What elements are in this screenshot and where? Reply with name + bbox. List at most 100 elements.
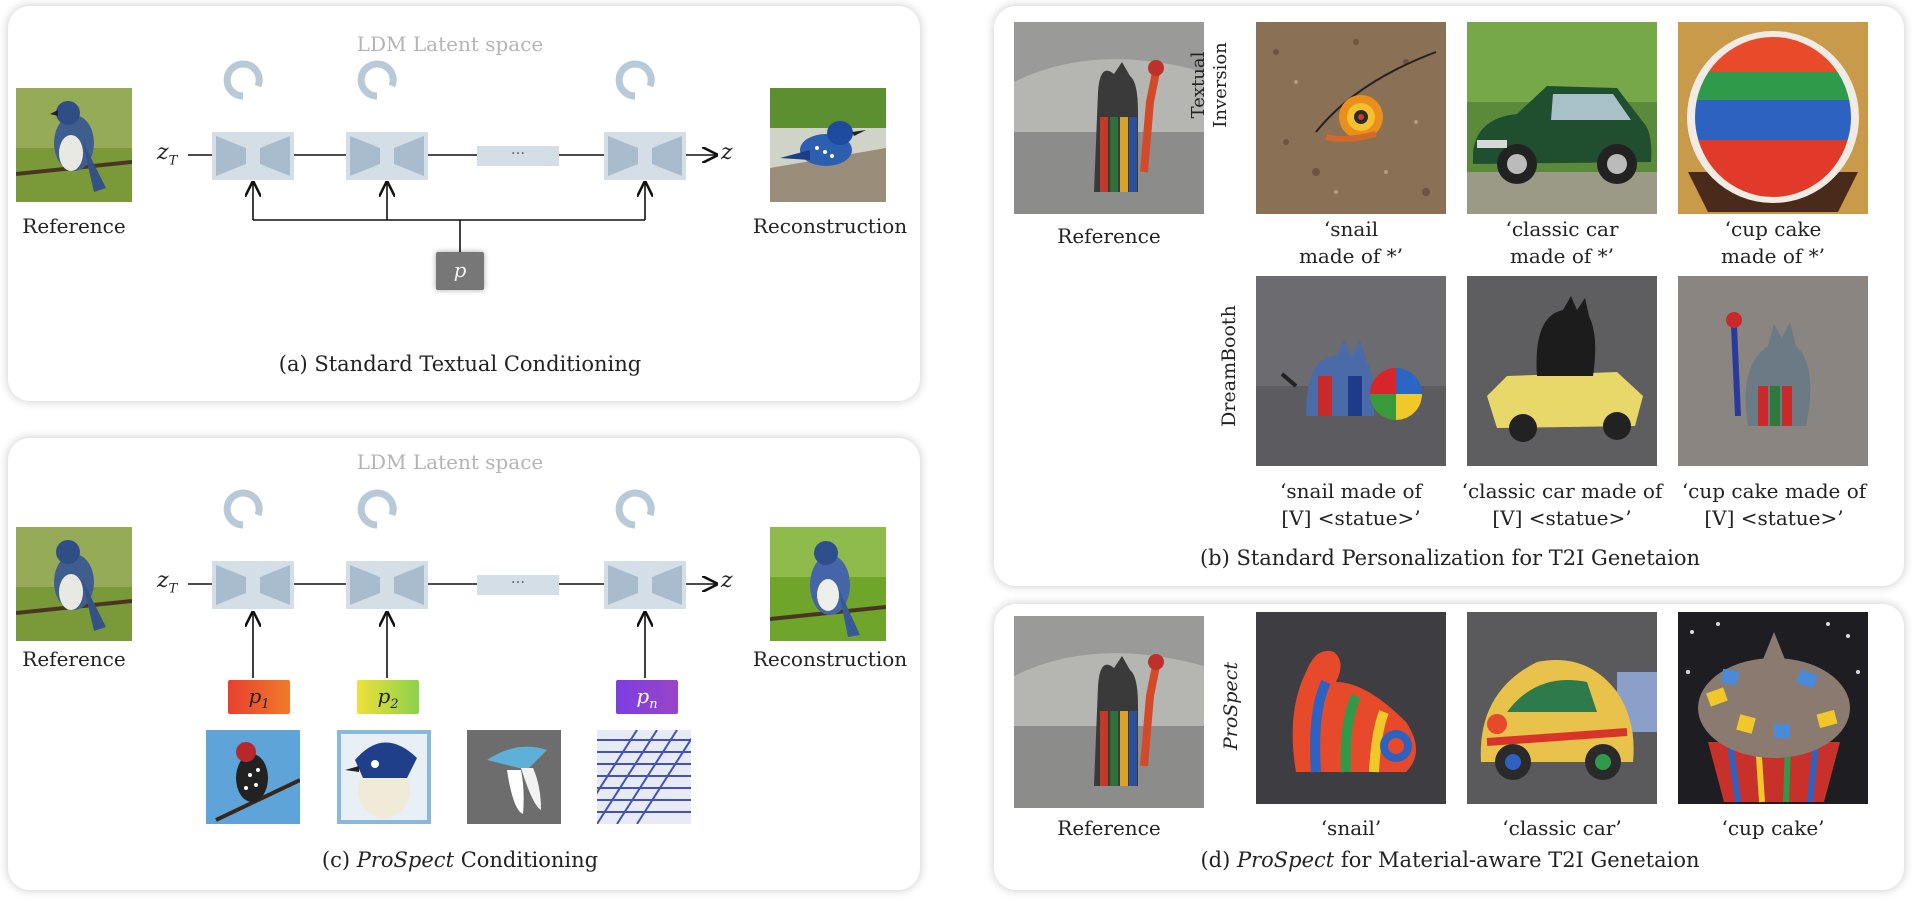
panel-b-ti-classic-car [1467,22,1657,214]
panel-c-p1-symbol: p1 [228,684,290,712]
panel-a-p-box: p [436,252,484,290]
panel-c-zt-z: z [157,568,169,593]
panel-b-reference-image [1014,22,1204,214]
unet-block [212,60,294,180]
panel-a-reconstruction-label: Reconstruction [752,214,908,238]
panel-c-z-symbol: z [721,568,733,593]
panel-b-db-caption-snail-line2: [V] <statue>’ [1281,506,1421,530]
panel-b-ti-caption-cupcake-line1: ‘cup cake [1724,217,1822,241]
panel-b-ti-cup-cake [1678,22,1868,214]
panel-a-reference-label: Reference [22,214,126,238]
panel-c-pn-subscript: n [649,697,658,712]
panel-a-z-symbol: z [721,140,733,165]
panel-b-db-caption-cupcake-line1: ‘cup cake made of [1681,479,1867,503]
panel-c-caption: (c) ProSpect Conditioning [160,848,760,872]
panel-c-conditioning-arrows [253,614,645,678]
panel-c-step-image-1 [206,730,300,824]
panel-b-ti-caption-cupcake-line2: made of *’ [1720,244,1826,268]
panel-d-reference-label: Reference [1057,816,1161,840]
panel-d-caption-cupcake: ‘cup cake’ [1721,816,1825,840]
unet-block [346,60,428,180]
panel-c-p2-p: p [377,684,391,708]
panel-d-reference-image [1014,616,1204,808]
panel-b-db-caption-car: ‘classic car made of [V] <statue>’ [1452,478,1672,532]
panel-b-ti-caption-cupcake: ‘cup cake made of *’ [1658,216,1888,270]
panel-d-caption-prefix: (d) [1200,848,1237,872]
panel-b-row1-label: Textual Inversion [1188,30,1232,140]
panel-c-latent-title: LDM Latent space [356,450,544,474]
panel-c-pn-symbol: pn [616,684,678,712]
panel-d-caption: (d) ProSpect for Material-aware T2I Gene… [1100,848,1800,872]
panel-a-caption: (a) Standard Textual Conditioning [278,352,642,376]
panel-b-ti-caption-snail: ‘snail made of *’ [1236,216,1466,270]
panel-b-ti-caption-car-line1: ‘classic car [1505,217,1619,241]
panel-d-classic-car [1467,612,1657,804]
panel-a-zt-z: z [157,140,169,165]
panel-c-ellipsis: ··· [510,573,526,591]
panel-b-ti-caption-car: ‘classic car made of *’ [1447,216,1677,270]
panel-b-ti-caption-car-line2: made of *’ [1509,244,1615,268]
panel-c-zt-symbol: zT [157,568,177,596]
panel-d-caption-car: ‘classic car’ [1502,816,1622,840]
panel-b-db-caption-cupcake: ‘cup cake made of [V] <statue>’ [1664,478,1884,532]
panel-b-ti-caption-snail-line1: ‘snail [1323,217,1379,241]
panel-b-reference-label: Reference [1057,224,1161,248]
panel-c-caption-prefix: (c) [321,848,357,872]
panel-c-reference-label: Reference [22,647,126,671]
panel-c-pn-p: p [636,684,650,708]
panel-a-reconstruction-image [770,88,886,202]
panel-b-db-caption-cupcake-line2: [V] <statue>’ [1704,506,1844,530]
panel-c-unet-blocks [212,489,686,609]
panel-d-cup-cake [1678,612,1868,804]
panel-c-reconstruction-image [770,527,886,641]
panel-a-p-symbol: p [453,258,467,282]
panel-c-reference-image [16,527,132,641]
panel-b-ti-snail [1256,22,1446,214]
panel-b-db-caption-snail: ‘snail made of [V] <statue>’ [1231,478,1471,532]
panel-a-reference-image [16,88,132,202]
unet-block [346,489,428,609]
panel-c-p2-box: p2 [357,680,419,714]
panel-c-caption-suffix: Conditioning [454,848,599,872]
panel-c-zt-subscript: T [168,581,178,597]
panel-c-pn-box: pn [616,680,678,714]
panel-a-unet-blocks [212,60,686,180]
panel-b-db-classic-car [1467,276,1657,466]
panel-b-db-caption-snail-line1: ‘snail made of [1280,479,1422,503]
panel-b-db-caption-car-line2: [V] <statue>’ [1492,506,1632,530]
unet-block [604,60,686,180]
panel-b-caption: (b) Standard Personalization for T2I Gen… [1199,546,1701,570]
panel-c-p1-p: p [248,684,262,708]
panel-b-row1-label-line2: Inversion [1210,42,1231,128]
panel-a-ellipsis-box [477,146,559,166]
panel-b-row2-label: DreamBooth [1218,305,1240,427]
panel-a-conditioning-arrows [253,184,645,252]
panel-a-zt-subscript: T [168,153,178,169]
panel-c-reconstruction-label: Reconstruction [752,647,908,671]
panel-d-row-label: ProSpect [1220,662,1242,751]
panel-a-ellipsis: ··· [510,144,526,162]
panel-c-p1-box: p1 [228,680,290,714]
panel-c-ellipsis-box [477,575,559,595]
panel-d-caption-snail: ‘snail’ [1320,816,1382,840]
panel-c-p1-subscript: 1 [261,697,270,712]
panel-b-row1-label-line1: Textual [1188,51,1209,119]
unet-block [604,489,686,609]
panel-c-step-image-3 [467,730,561,824]
panel-c-step-image-4 [597,730,691,824]
panel-b-db-cup-cake [1678,276,1868,466]
panel-c-caption-italic: ProSpect [356,848,455,872]
panel-d-caption-suffix: for Material-aware T2I Genetaion [1334,848,1700,872]
panel-d-caption-italic: ProSpect [1236,848,1335,872]
panel-d-snail [1256,612,1446,804]
panel-b-ti-caption-snail-line2: made of *’ [1298,244,1404,268]
panel-c-prospect-conditioning [8,438,920,890]
panel-c-step-image-2 [337,730,431,824]
panel-a-latent-title: LDM Latent space [356,32,544,56]
unet-block [212,489,294,609]
panel-a-zt-symbol: zT [157,140,177,168]
panel-c-p2-subscript: 2 [390,697,399,712]
panel-b-db-snail [1256,276,1446,466]
